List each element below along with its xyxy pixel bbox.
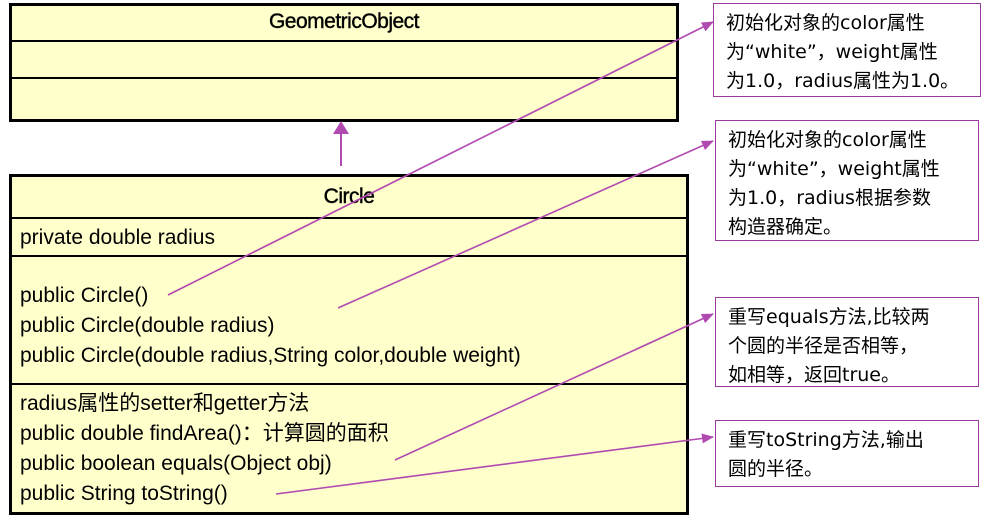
class-methods-section: radius属性的setter和getter方法 public double f…	[12, 383, 686, 509]
note-default-constructor: 初始化对象的color属性 为“white”，weight属性 为1.0，rad…	[713, 3, 981, 97]
constructor-radius: public Circle(double radius)	[20, 314, 275, 337]
method-setter-getter: radius属性的setter和getter方法	[20, 392, 310, 415]
constructor-full: public Circle(double radius,String color…	[20, 344, 521, 367]
attribute-radius: private double radius	[20, 226, 215, 249]
inheritance-arrow-icon	[333, 121, 349, 166]
note-radius-constructor: 初始化对象的color属性 为“white”，weight属性 为1.0，rad…	[715, 120, 979, 241]
note-line: 初始化对象的color属性	[726, 12, 925, 34]
method-tostring: public String toString()	[20, 482, 228, 505]
class-constructors-section: public Circle() public Circle(double rad…	[12, 255, 686, 383]
constructor-default: public Circle()	[20, 284, 149, 307]
note-line: 个圆的半径是否相等，	[728, 335, 919, 357]
class-geometricobject: GeometricObject	[9, 3, 679, 122]
note-line: 构造器确定。	[728, 216, 843, 238]
method-equals: public boolean equals(Object obj)	[20, 452, 332, 475]
note-tostring: 重写toString方法,输出 圆的半径。	[715, 420, 979, 487]
note-line: 为“white”，weight属性	[728, 158, 940, 180]
note-line: 初始化对象的color属性	[728, 129, 927, 151]
note-line: 为1.0，radius根据参数	[728, 187, 931, 209]
class-name-geometricobject: GeometricObject	[268, 10, 420, 33]
note-equals: 重写equals方法,比较两 个圆的半径是否相等， 如相等，返回true。	[715, 297, 979, 387]
note-line: 为“white”，weight属性	[726, 41, 938, 63]
class-attributes-section: private double radius	[12, 217, 686, 255]
note-line: 为1.0，radius属性为1.0。	[726, 70, 960, 92]
class-attributes-section	[12, 40, 676, 77]
note-line: 圆的半径。	[728, 458, 824, 480]
note-line: 如相等，返回true。	[728, 364, 900, 386]
note-line: 重写toString方法,输出	[728, 429, 924, 451]
class-methods-section	[12, 77, 676, 119]
note-line: 重写equals方法,比较两	[728, 306, 930, 328]
class-circle: Circle private double radius public Circ…	[9, 174, 689, 515]
class-name-circle: Circle	[323, 185, 375, 208]
method-findarea: public double findArea()：计算圆的面积	[20, 422, 389, 445]
